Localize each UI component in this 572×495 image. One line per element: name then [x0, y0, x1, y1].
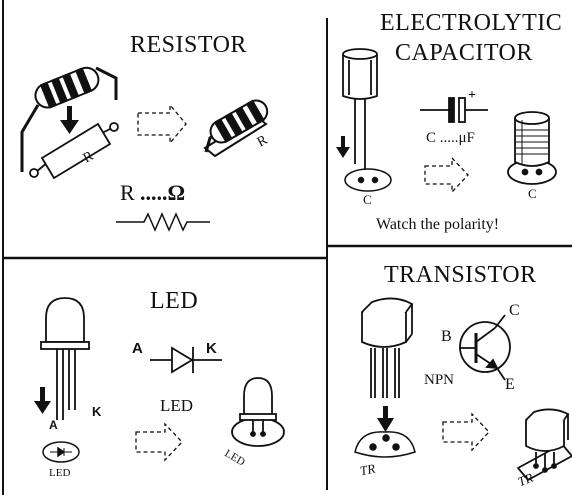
- led-mounted: [231, 377, 285, 447]
- led-title: LED: [150, 288, 199, 314]
- led-anode-label: A: [49, 418, 58, 432]
- led-diode-symbol: [150, 346, 222, 374]
- led-cathode-label: K: [92, 404, 102, 419]
- resistor-mounted: [203, 99, 269, 158]
- resistor-formula-value: .....Ω: [140, 180, 186, 205]
- capacitor-title-line1: ELECTROLYTIC: [380, 10, 563, 36]
- transistor-footprint-label: TR: [358, 460, 377, 479]
- led-dashed-arrow: [135, 422, 183, 462]
- led-symbol-anode: A: [132, 340, 143, 357]
- capacitor-mounted-label: C: [528, 186, 537, 201]
- capacitor-polarity-note: Watch the polarity!: [376, 216, 500, 233]
- capacitor-3d-vertical: [342, 48, 378, 170]
- capacitor-footprint-top: [344, 168, 392, 192]
- resistor-zigzag-symbol: [116, 212, 210, 232]
- transistor-pin-c: C: [509, 302, 520, 319]
- transistor-footprint-top: [354, 431, 416, 458]
- transistor-3d-vertical: [361, 297, 414, 398]
- transistor-mounted: [516, 408, 572, 482]
- resistor-arrow-down: [60, 106, 79, 134]
- npn-transistor-symbol: [459, 314, 511, 381]
- capacitor-plus-sign: +: [468, 88, 476, 103]
- led-3d-vertical: [40, 297, 90, 420]
- resistor-formula-r: R: [120, 180, 135, 205]
- led-symbol-caption: LED: [160, 396, 194, 415]
- transistor-title: TRANSISTOR: [384, 262, 537, 288]
- capacitor-footprint-label: C: [363, 192, 372, 207]
- led-footprint-top: [42, 441, 80, 463]
- led-symbol-cathode: K: [206, 340, 217, 357]
- resistor-footprint: [29, 122, 119, 180]
- capacitor-value-label: C .....μF: [426, 130, 475, 146]
- led-arrow-down: [34, 387, 51, 414]
- capacitor-dashed-arrow: [424, 156, 469, 194]
- capacitor-arrow-down: [336, 136, 350, 158]
- capacitor-title-line2: CAPACITOR: [395, 40, 533, 66]
- transistor-dashed-arrow: [442, 412, 490, 452]
- transistor-arrow-down: [377, 406, 394, 432]
- capacitor-symbol: [420, 97, 488, 123]
- led-footprint-label: LED: [49, 467, 71, 479]
- resistor-3d-vertical: [20, 66, 118, 172]
- transistor-type-label: NPN: [424, 372, 455, 388]
- resistor-title: RESISTOR: [130, 32, 247, 58]
- transistor-pin-e: E: [505, 376, 515, 393]
- capacitor-mounted: [507, 111, 557, 185]
- resistor-dashed-arrow: [137, 103, 187, 145]
- transistor-pin-b: B: [441, 328, 452, 345]
